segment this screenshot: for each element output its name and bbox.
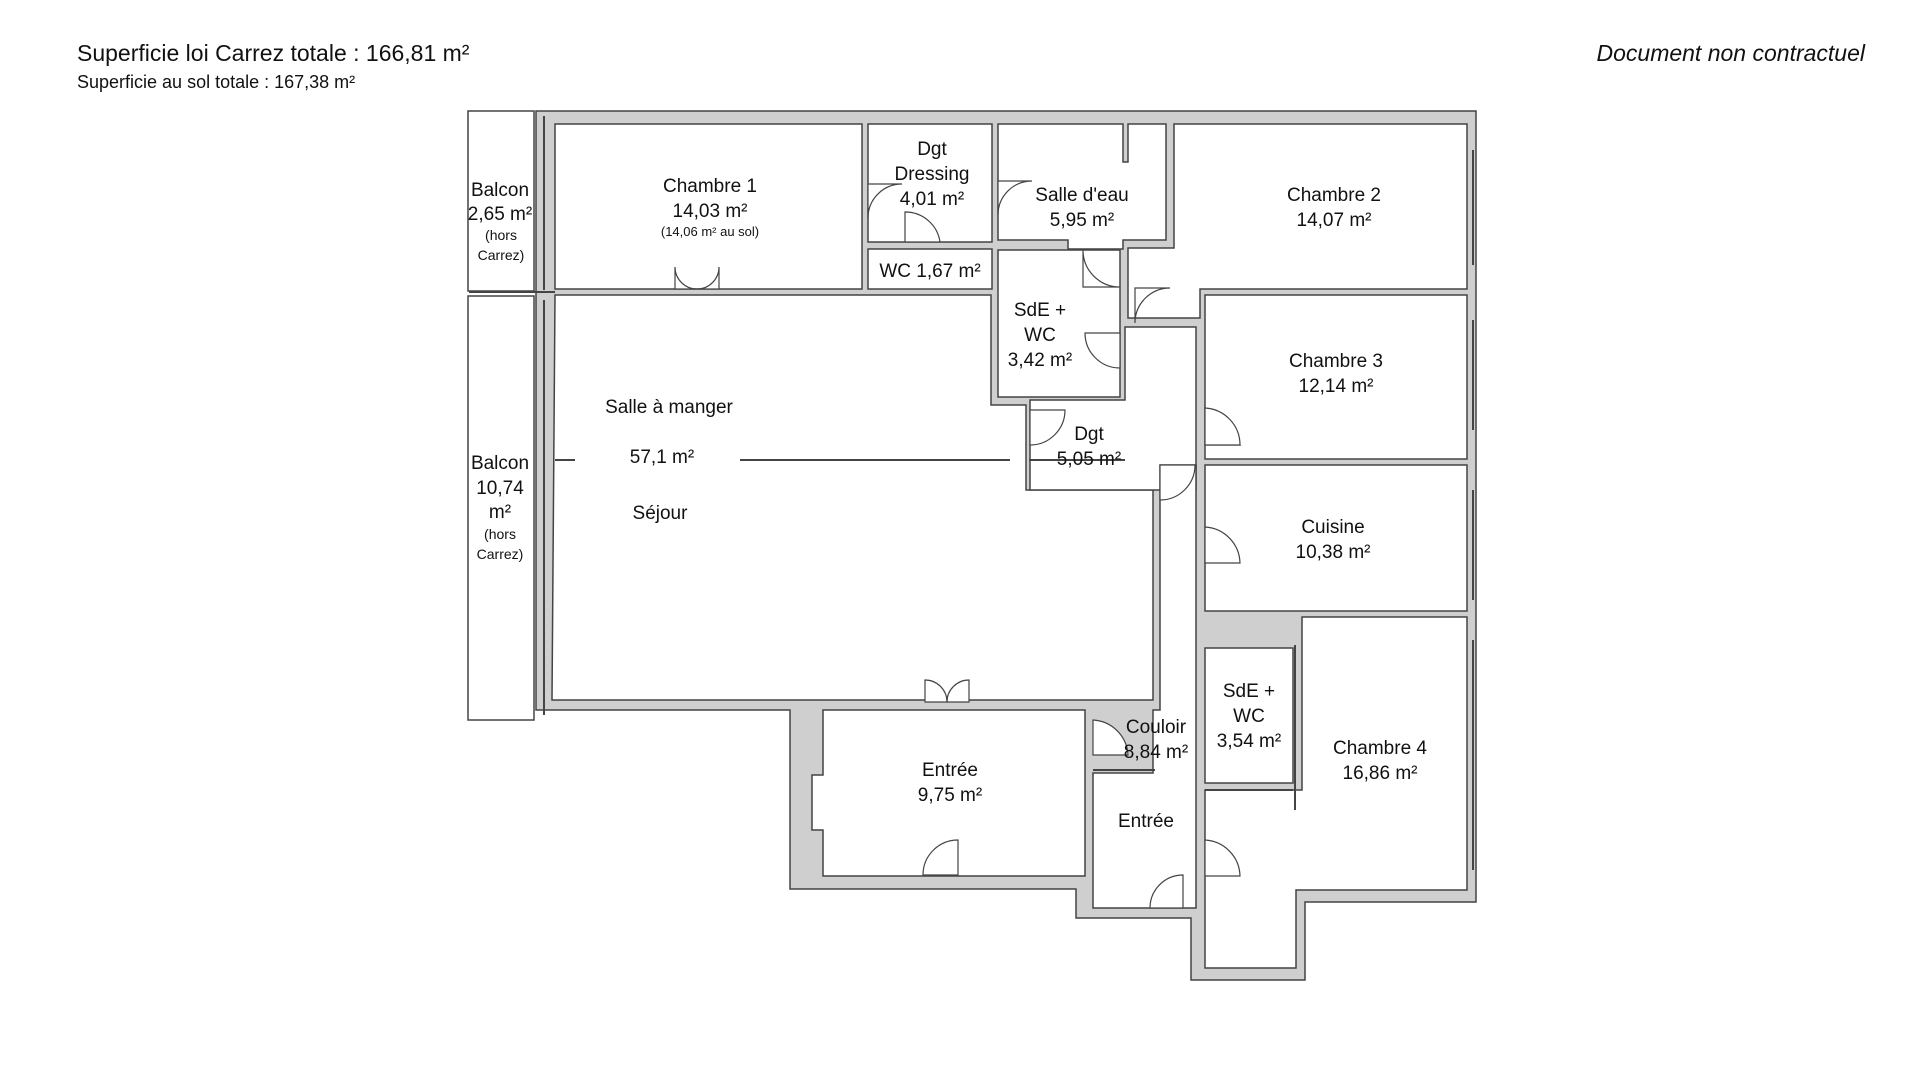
chambre-3-area: 12,14 m² bbox=[1299, 376, 1374, 397]
room-sejour bbox=[551, 294, 1154, 701]
door-salle-d-eau bbox=[997, 180, 1033, 216]
balcon-2-area1: 10,74 bbox=[476, 478, 524, 499]
chambre-1-name: Chambre 1 bbox=[663, 176, 757, 197]
balcony-1 bbox=[467, 110, 535, 292]
room-dgt bbox=[1029, 326, 1197, 491]
room-cuisine bbox=[1204, 464, 1468, 612]
door-chambre-1-left bbox=[674, 266, 698, 290]
dgt-dressing-area: 4,01 m² bbox=[900, 189, 964, 210]
room-sde-wc-1 bbox=[997, 249, 1121, 398]
room-chambre-3 bbox=[1204, 294, 1468, 460]
dgt-area: 5,05 m² bbox=[1057, 449, 1121, 470]
door-chambre-4 bbox=[1204, 839, 1241, 877]
door-sde-wc-1b bbox=[1084, 332, 1121, 369]
salle-eau-area: 5,95 m² bbox=[1050, 210, 1114, 231]
door-entree-2 bbox=[1149, 874, 1184, 909]
sejour-area: 57,1 m² bbox=[630, 447, 694, 468]
balcon-1-name: Balcon bbox=[471, 180, 529, 201]
door-sejour-right bbox=[946, 679, 970, 703]
wc-label: WC 1,67 m² bbox=[879, 261, 980, 282]
sde-wc-2-area: 3,54 m² bbox=[1217, 731, 1281, 752]
chambre-3-name: Chambre 3 bbox=[1289, 351, 1383, 372]
dgt-name: Dgt bbox=[1074, 424, 1104, 445]
chambre-2-name: Chambre 2 bbox=[1287, 185, 1381, 206]
room-sde-wc-2 bbox=[1204, 647, 1294, 784]
room-salle-d-eau bbox=[997, 123, 1167, 250]
room-chambre-1 bbox=[554, 123, 863, 290]
door-chambre-3 bbox=[1204, 407, 1241, 446]
cuisine-name: Cuisine bbox=[1301, 517, 1364, 538]
sde-wc-2-name2: WC bbox=[1233, 706, 1265, 727]
salle-eau-name: Salle d'eau bbox=[1035, 185, 1128, 206]
door-cuisine bbox=[1204, 526, 1241, 564]
balcon-1-note2: Carrez) bbox=[478, 247, 525, 263]
sde-wc-1-name1: SdE + bbox=[1014, 300, 1066, 321]
room-wc bbox=[867, 248, 993, 290]
couloir-area: 8,84 m² bbox=[1124, 742, 1188, 763]
couloir-name: Couloir bbox=[1126, 717, 1187, 738]
chambre-1-area: 14,03 m² bbox=[673, 201, 748, 222]
entree-1-area: 9,75 m² bbox=[918, 785, 982, 806]
door-dressing bbox=[867, 183, 903, 219]
sde-wc-2-name1: SdE + bbox=[1223, 681, 1275, 702]
door-couloir-2 bbox=[1092, 719, 1129, 756]
dgt-dressing-name2: Dressing bbox=[895, 164, 970, 185]
balcon-1-area: 2,65 m² bbox=[468, 204, 532, 225]
balcon-2-area2: m² bbox=[489, 502, 511, 523]
room-couloir bbox=[1092, 464, 1197, 909]
cuisine-area: 10,38 m² bbox=[1296, 542, 1371, 563]
door-salle-d-eau-2 bbox=[1082, 249, 1121, 288]
chambre-2-area: 14,07 m² bbox=[1297, 210, 1372, 231]
balcon-2-note2: Carrez) bbox=[477, 546, 524, 562]
total-carrez-area: Superficie loi Carrez totale : 166,81 m² bbox=[77, 40, 470, 66]
door-entree-1 bbox=[922, 839, 959, 876]
balcon-2-note1: (hors bbox=[484, 526, 516, 542]
disclaimer: Document non contractuel bbox=[1596, 40, 1866, 66]
total-floor-area: Superficie au sol totale : 167,38 m² bbox=[77, 72, 356, 92]
entree-1-name: Entrée bbox=[922, 760, 978, 781]
door-chambre-1-right bbox=[696, 266, 720, 290]
room-entree-1 bbox=[811, 709, 1086, 877]
door-sde-wc-1 bbox=[1134, 287, 1171, 324]
door-dgt bbox=[1029, 409, 1066, 446]
room-chambre-2 bbox=[1127, 123, 1468, 319]
entree-2-name: Entrée bbox=[1118, 811, 1174, 832]
balcony-2 bbox=[467, 295, 535, 721]
balcon-1-note1: (hors bbox=[485, 227, 517, 243]
chambre-1-note: (14,06 m² au sol) bbox=[661, 224, 759, 239]
sejour-name1: Salle à manger bbox=[605, 397, 733, 418]
chambre-4-name: Chambre 4 bbox=[1333, 738, 1427, 759]
door-wc bbox=[904, 211, 941, 243]
sejour-name2: Séjour bbox=[633, 503, 689, 524]
door-couloir bbox=[1159, 464, 1196, 501]
balcon-2-name: Balcon bbox=[471, 453, 529, 474]
chambre-4-area: 16,86 m² bbox=[1343, 763, 1418, 784]
sde-wc-1-area: 3,42 m² bbox=[1008, 350, 1072, 371]
dgt-dressing-name1: Dgt bbox=[917, 139, 947, 160]
sde-wc-1-name2: WC bbox=[1024, 325, 1056, 346]
